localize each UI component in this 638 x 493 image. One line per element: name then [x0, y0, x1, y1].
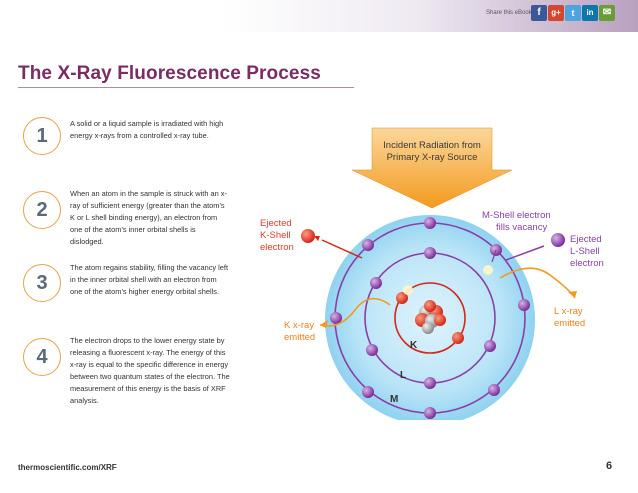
- title-divider: [18, 87, 354, 88]
- twitter-icon[interactable]: t: [565, 5, 581, 21]
- step-3-text: The atom regains stability, filling the …: [70, 263, 229, 296]
- shell-l-label: L: [400, 370, 406, 381]
- step-1-number: 1: [23, 117, 61, 155]
- share-label: Share this eBook: [486, 10, 532, 16]
- page-title: The X-Ray Fluorescence Process: [18, 63, 321, 84]
- l-electron: [484, 340, 496, 352]
- m-electron: [518, 299, 530, 311]
- m-electron: [488, 384, 500, 396]
- shell-m-label: M: [390, 394, 398, 405]
- mshell-label-2: fills vacancy: [496, 222, 547, 233]
- footer-url[interactable]: thermoscientific.com/XRF: [18, 463, 117, 472]
- ejected-k-trail: [321, 239, 363, 259]
- l-electron: [424, 247, 436, 259]
- l-xray-label-1: L x-ray: [554, 306, 583, 317]
- linkedin-icon[interactable]: in: [582, 5, 598, 21]
- ejected-k-label-1: Ejected: [260, 218, 292, 229]
- step-3-number: 3: [23, 264, 61, 302]
- vacancy-sparkle: [403, 285, 413, 295]
- incident-label-2: Primary X-ray Source: [387, 152, 478, 163]
- ejected-k-electron: [301, 229, 315, 243]
- l-electron: [366, 344, 378, 356]
- email-icon[interactable]: ✉: [599, 5, 615, 21]
- m-electron: [362, 239, 374, 251]
- k-electron: [396, 292, 408, 304]
- ejected-l-label-3: electron: [570, 258, 604, 269]
- m-fill-transition: [491, 249, 497, 263]
- google-plus-icon[interactable]: g+: [548, 5, 564, 21]
- k-xray-label-1: K x-ray: [284, 320, 314, 331]
- mshell-label-1: M-Shell electron: [482, 210, 551, 221]
- xrf-atom-diagram: Incident Radiation from Primary X-ray So…: [260, 127, 604, 420]
- shell-k-label: K: [410, 340, 418, 351]
- k-xray-label-2: emitted: [284, 332, 315, 343]
- ejected-l-label-2: L-Shell: [570, 246, 600, 257]
- step-4-text: The electron drops to the lower energy s…: [70, 336, 230, 405]
- step-2-text: When an atom in the sample is struck wit…: [70, 189, 227, 246]
- k-xray-wave: [319, 297, 391, 327]
- l-xray-label-2: emitted: [554, 318, 585, 329]
- m-electron: [424, 217, 436, 229]
- incident-radiation-arrow: [351, 127, 513, 209]
- ejected-k-label-2: K-Shell: [260, 230, 291, 241]
- m-electron: [424, 407, 436, 419]
- k-electron: [452, 332, 464, 344]
- step-4-number: 4: [23, 338, 61, 376]
- ejected-k-label-3: electron: [260, 242, 294, 253]
- facebook-icon[interactable]: f: [531, 5, 547, 21]
- incident-label-1: Incident Radiation from: [383, 140, 481, 151]
- m-electron: [362, 386, 374, 398]
- ejected-l-electron: [551, 233, 565, 247]
- page-number: 6: [606, 460, 613, 472]
- l-electron: [424, 377, 436, 389]
- ejected-l-trail: [505, 245, 545, 261]
- l-electron: [370, 277, 382, 289]
- step-1-text: A solid or a liquid sample is irradiated…: [70, 119, 224, 140]
- shell-k: [394, 282, 466, 354]
- m-electron: [330, 312, 342, 324]
- step-2-number: 2: [23, 191, 61, 229]
- ejected-l-label-1: Ejected: [570, 234, 602, 245]
- vacancy-sparkle: [483, 265, 493, 275]
- nucleus: [415, 300, 446, 334]
